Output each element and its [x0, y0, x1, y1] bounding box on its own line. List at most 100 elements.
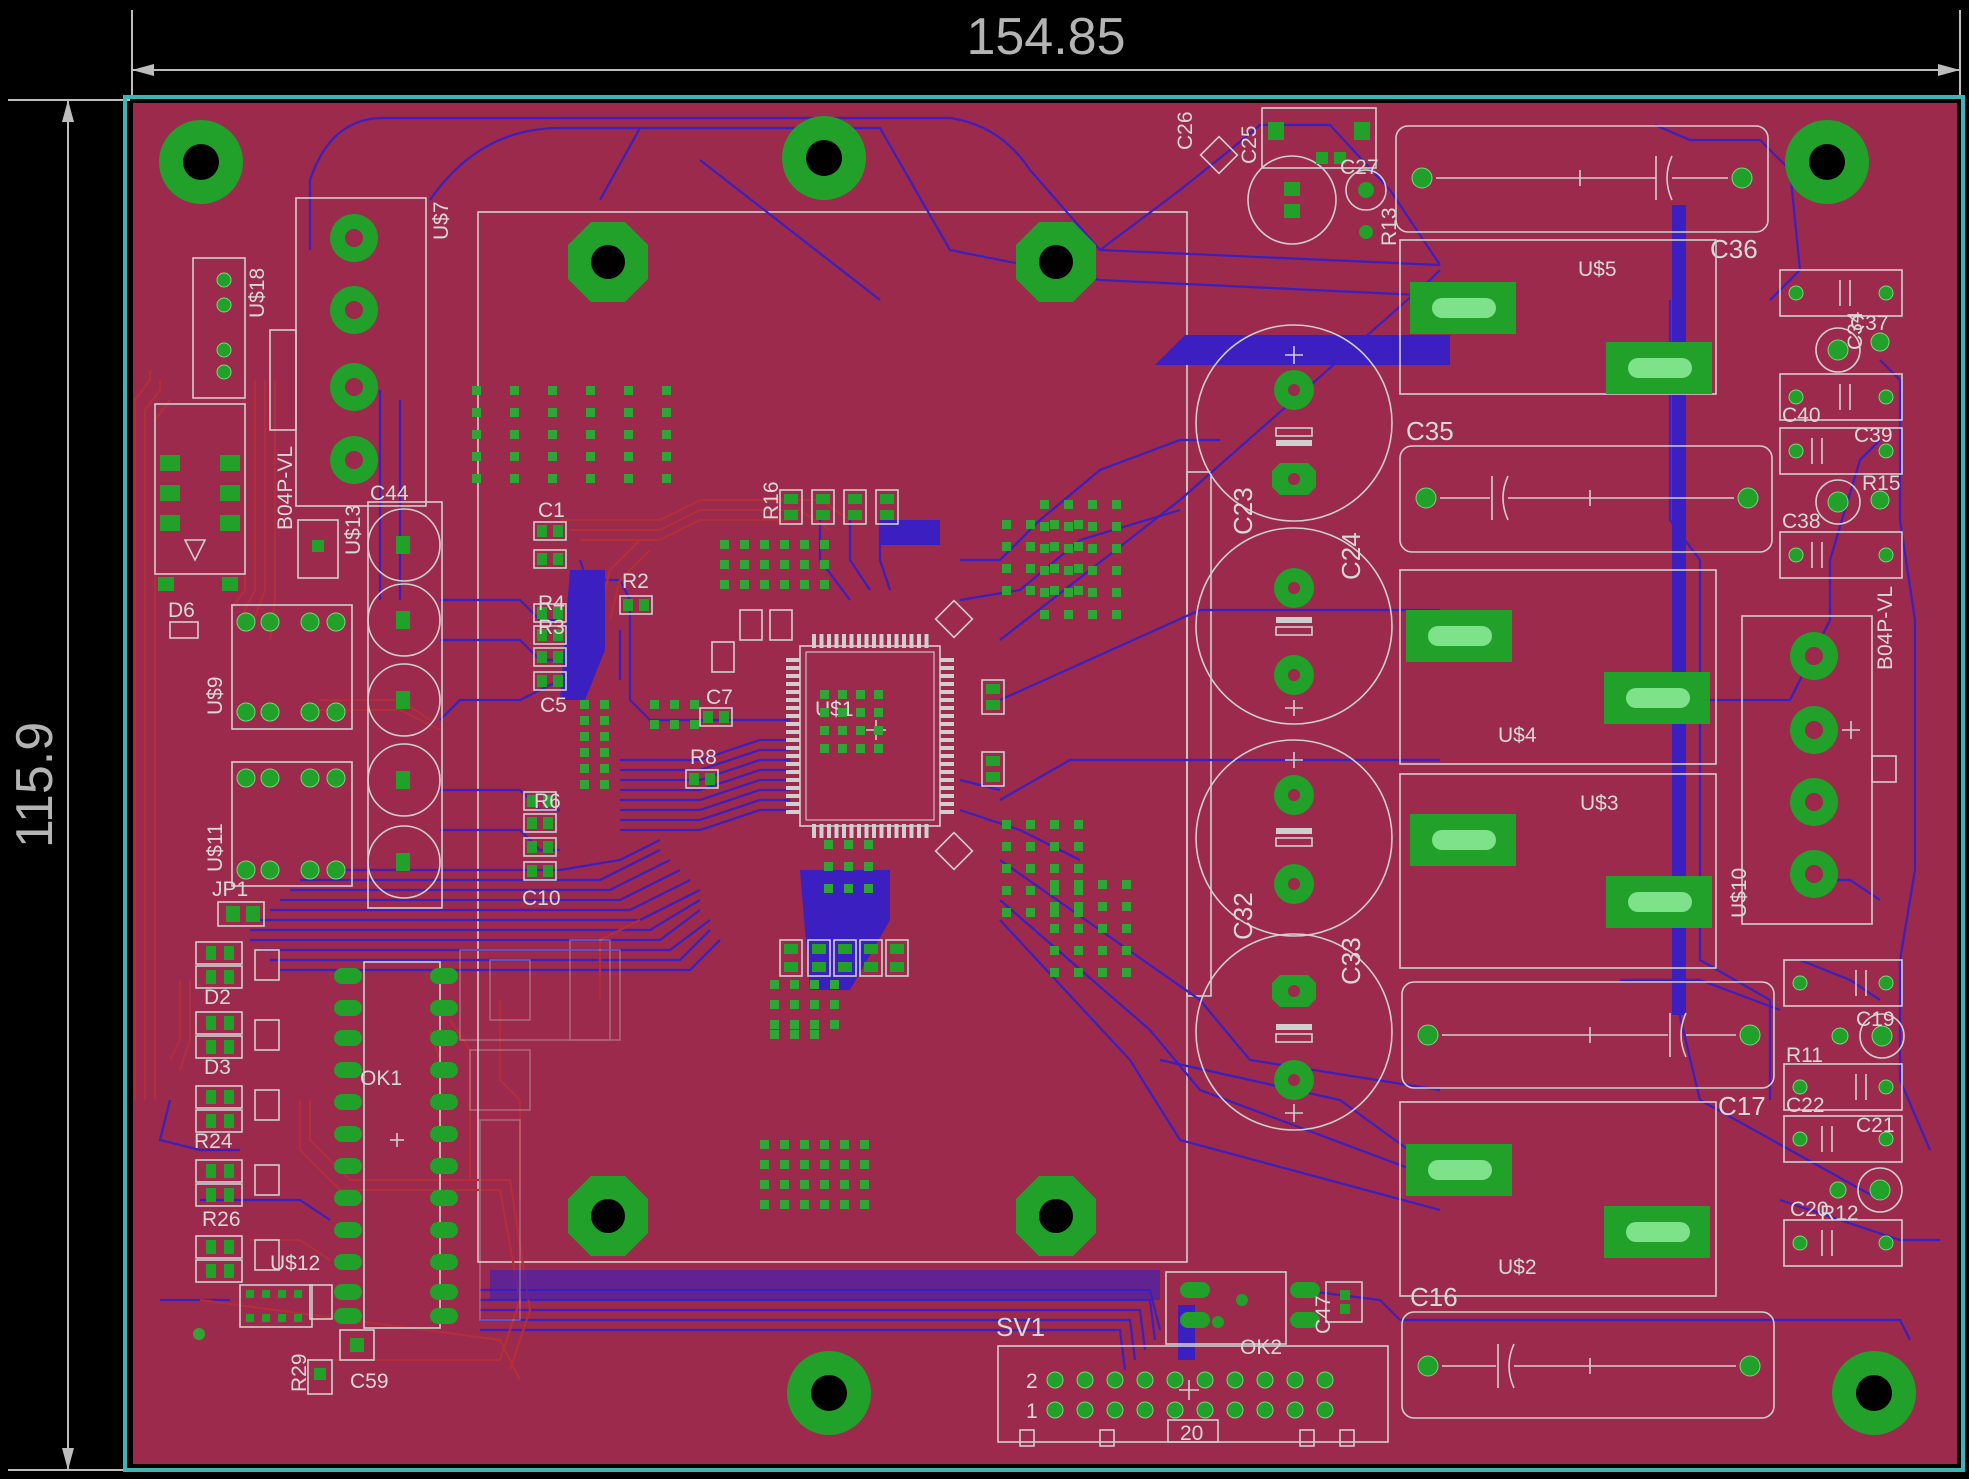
via: [800, 540, 809, 549]
via: [548, 408, 557, 417]
via: [790, 980, 799, 989]
qfp-pin: [909, 634, 914, 648]
via: [472, 408, 481, 417]
board-outline: [123, 95, 1965, 1472]
cap-c17: [1401, 981, 1775, 1089]
via: [1002, 864, 1011, 873]
via: [810, 1030, 819, 1039]
sv1-pin: [1046, 1371, 1064, 1389]
via: [840, 1140, 849, 1149]
label-u3: U$3: [1580, 792, 1619, 815]
via: [1002, 820, 1011, 829]
label-c27: C27: [1340, 156, 1379, 179]
qfp-pin: [786, 802, 800, 806]
label-u18: U$18: [246, 268, 269, 318]
jp1-jumper: [217, 901, 265, 927]
via: [1026, 520, 1035, 529]
label-r24: R24: [194, 1130, 233, 1153]
via: [800, 1140, 809, 1149]
qfp-pin: [940, 690, 954, 694]
sv1-pin: [1166, 1401, 1184, 1419]
qfp-pin: [940, 770, 954, 774]
via: [1064, 566, 1073, 575]
electrolytic-capacitors: [1195, 324, 1393, 1131]
via: [1122, 968, 1131, 977]
via: [840, 1200, 849, 1209]
label-c5: C5: [540, 694, 567, 717]
via: [662, 452, 671, 461]
via: [1074, 908, 1083, 917]
label-r11: R11: [1786, 1044, 1823, 1067]
via: [1122, 924, 1131, 933]
d6-block: [154, 403, 246, 639]
cap-c33: [1195, 933, 1393, 1131]
qfp-pin: [940, 658, 954, 662]
via: [1050, 880, 1059, 889]
mount-hole-tr: [1785, 120, 1869, 204]
via: [800, 1200, 809, 1209]
copper-fills: [490, 205, 1686, 1360]
sv1-pin: [1316, 1371, 1334, 1389]
qfp-pin: [894, 824, 899, 838]
via: [810, 1020, 819, 1029]
via: [790, 1000, 799, 1009]
via: [510, 474, 519, 483]
sv1-pin: [1256, 1401, 1274, 1419]
smd-passives-top: [711, 489, 1005, 977]
cap-c35: [1399, 445, 1773, 553]
label-c24: C24: [1336, 532, 1366, 580]
via: [1040, 610, 1049, 619]
via: [1088, 566, 1097, 575]
via: [1050, 820, 1059, 829]
qfp-pin: [842, 634, 846, 648]
via: [1098, 880, 1107, 889]
via: [824, 862, 833, 871]
qfp-pin: [940, 714, 954, 718]
via: [856, 708, 865, 717]
qfp-pin: [872, 824, 876, 838]
via: [1074, 520, 1083, 529]
sv1-pin: [1136, 1401, 1154, 1419]
label-c35: C35: [1406, 416, 1454, 446]
qfp-pin: [879, 824, 884, 838]
via: [770, 1000, 779, 1009]
via: [690, 720, 699, 729]
qfp-pin: [924, 634, 929, 648]
via: [760, 1180, 769, 1189]
qfp-pin: [940, 722, 954, 726]
qfp-pin: [902, 634, 906, 648]
label-sv1-pin2: 2: [1026, 1370, 1038, 1393]
module-u4: [1399, 569, 1717, 765]
via: [586, 430, 595, 439]
label-c39: C39: [1854, 424, 1893, 447]
via: [780, 1160, 789, 1169]
via: [770, 980, 779, 989]
qfp-pin: [940, 730, 954, 734]
bottom-side-ghost-parts: [459, 939, 621, 1321]
via: [840, 1160, 849, 1169]
via: [840, 1180, 849, 1189]
via: [624, 408, 633, 417]
via: [800, 1160, 809, 1169]
via: [838, 726, 847, 735]
qfp-pin: [909, 824, 914, 838]
label-c1: C1: [538, 499, 565, 522]
ok1-right-pads: [430, 968, 458, 1324]
qfp-pin: [849, 634, 854, 648]
via: [838, 708, 847, 717]
label-c7: C7: [706, 686, 733, 709]
qfp-pin: [842, 824, 846, 838]
via: [820, 560, 829, 569]
via: [662, 474, 671, 483]
u10-terminal-block: [1741, 615, 1897, 925]
label-c44: C44: [370, 482, 409, 505]
u18-header: [192, 257, 246, 399]
qfp-pin: [940, 706, 954, 710]
label-r29: R29: [288, 1353, 311, 1392]
via: [586, 452, 595, 461]
via: [510, 386, 519, 395]
capacitor-column-left: [297, 501, 443, 909]
label-u9: U$9: [204, 676, 227, 715]
module-mount-3: [568, 1176, 648, 1256]
via: [580, 732, 589, 741]
